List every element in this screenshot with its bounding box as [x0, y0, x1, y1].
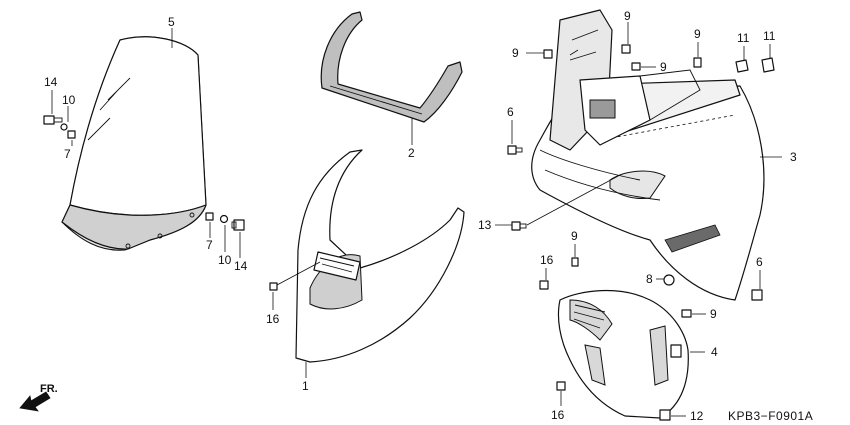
- callout-9: 9: [624, 9, 631, 23]
- callout-10: 10: [62, 93, 76, 107]
- callout-16: 16: [266, 312, 280, 326]
- callout-9: 9: [710, 307, 717, 321]
- callout-labels: 5 2 1 3 4 14 10 7 7 10 14 9 9 9 9 11 11 …: [44, 9, 797, 423]
- callout-13: 13: [478, 218, 492, 232]
- upper-cowl: [295, 149, 465, 363]
- inner-panel: [557, 290, 689, 419]
- callout-14: 14: [234, 259, 248, 273]
- callout-9: 9: [571, 229, 578, 243]
- callout-9: 9: [694, 27, 701, 41]
- callout-9: 9: [512, 46, 519, 60]
- callout-11: 11: [763, 29, 776, 43]
- front-arrow-icon: [19, 391, 51, 412]
- callout-14: 14: [44, 75, 58, 89]
- garnish-strip: [320, 11, 463, 123]
- middle-cowl: [531, 9, 765, 301]
- diagram-code: KPB3−F0901A: [728, 409, 813, 423]
- callout-9: 9: [660, 60, 667, 74]
- callout-8: 8: [646, 272, 653, 286]
- callout-16: 16: [551, 408, 565, 422]
- leader-lines: [51, 22, 782, 417]
- callout-2: 2: [408, 146, 415, 160]
- callout-6: 6: [507, 105, 514, 119]
- callout-4: 4: [711, 345, 718, 359]
- callout-1: 1: [302, 379, 309, 393]
- fasteners: [43, 44, 775, 421]
- front-label: FR.: [40, 383, 58, 395]
- callout-11: 11: [737, 31, 750, 45]
- callout-7: 7: [64, 147, 71, 161]
- callout-7: 7: [206, 238, 213, 252]
- callout-10: 10: [218, 253, 232, 267]
- callout-3: 3: [790, 150, 797, 164]
- windscreen: [61, 36, 207, 251]
- callout-6: 6: [756, 255, 763, 269]
- callout-16: 16: [540, 253, 554, 267]
- callout-5: 5: [168, 15, 175, 29]
- callout-12: 12: [690, 409, 704, 423]
- front-direction-indicator: FR.: [19, 383, 58, 412]
